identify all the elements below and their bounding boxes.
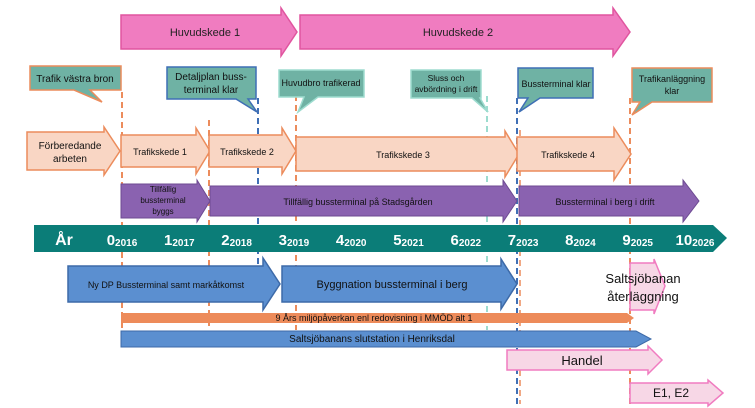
bus-terminal-arrows: Tillfällig bussterminal byggs Tillfällig… (120, 178, 700, 224)
year-tick-2018: 22018 (221, 232, 252, 249)
stage-arrow-2 (208, 125, 297, 177)
arrow-e1e2 (629, 378, 725, 408)
arrow-ny-dp (67, 255, 281, 313)
arrow-text-e1e2: E1, E2 (653, 386, 689, 400)
stage-arrow-4 (516, 125, 632, 183)
arrow-slutstation (120, 330, 653, 348)
arrow-miljo (121, 313, 634, 323)
stage-text-4: Trafikskede 4 (541, 150, 595, 160)
milestone-bussterminal-klar (517, 67, 594, 113)
year-tick-2022: 62022 (451, 232, 482, 249)
milestone-text-sluss-2: avbördning i drift (415, 84, 478, 94)
milestone-huvudbro (278, 69, 365, 115)
year-tick-2024: 82024 (565, 232, 596, 249)
milestone-text-huvudbro: Huvudbro trafikerad (281, 78, 360, 88)
arrow-handel (506, 344, 664, 376)
arrow-text-handel: Handel (561, 353, 602, 368)
arrow-text-ny-dp: Ny DP Bussterminal samt markåtkomst (88, 280, 245, 290)
phase-arrows: Huvudskede 1 Huvudskede 2 (120, 5, 631, 59)
milestone-detaljplan (166, 66, 258, 113)
year-tick-2019: 32019 (279, 232, 310, 249)
year-tick-2016: 02016 (107, 232, 138, 249)
stage-text-2: Trafikskede 2 (220, 147, 274, 157)
milestone-text-detaljplan-1: Detaljplan buss- (175, 72, 247, 83)
stage-arrow-3 (295, 128, 520, 180)
stage-text-forberedande-1: Förberedande (39, 141, 102, 152)
year-tick-2026: 102026 (676, 232, 715, 249)
milestone-trafikanlaggning (631, 67, 713, 116)
milestone-text-detaljplan-2: terminal klar (184, 85, 239, 96)
milestone-text-trafikanlaggning-2: klar (665, 86, 680, 96)
traffic-stages: Förberedande arbeten Trafikskede 1 Trafi… (26, 124, 632, 183)
bus-text-tillfallig-3: byggs (152, 207, 173, 216)
milestones: Trafik västra bron Detaljplan buss- term… (29, 65, 713, 116)
lower-arrows: Ny DP Bussterminal samt markåtkomst Bygg… (67, 255, 725, 408)
arrow-text-slutstation: Saltsjöbanans slutstation i Henriksdal (289, 334, 455, 345)
phase-label-1: Huvudskede 1 (170, 27, 240, 39)
milestone-text-bussterminal-klar: Bussterminal klar (521, 79, 590, 89)
milestone-text-sluss-1: Sluss och (428, 73, 465, 83)
stage-text-1: Trafikskede 1 (133, 147, 187, 157)
phase-arrow-1 (120, 5, 298, 59)
year-axis: År 02016 12017 22018 32019 42020 52021 62022 72… (34, 225, 727, 252)
year-axis-label: År (55, 230, 73, 249)
bus-text-tillfallig-2: bussterminal (140, 196, 186, 205)
year-tick-2025: 92025 (622, 232, 653, 249)
stage-arrow-forberedande (26, 124, 121, 178)
year-tick-2023: 72023 (508, 232, 539, 249)
bus-text-stadsgarden: Tillfällig bussterminal på Stadsgården (283, 197, 432, 207)
arrow-text-miljo: 9 Års miljöpåverkan enl redovisning i MM… (275, 313, 472, 323)
text-saltsjobanan-1: Saltsjöbanan (605, 271, 680, 286)
bus-arrow-tillfallig (120, 178, 211, 224)
milestone-text-trafikanlaggning-1: Trafikanläggning (639, 74, 705, 84)
year-axis-bar (34, 225, 727, 252)
arrow-byggnation (281, 256, 518, 312)
text-saltsjobanan-2: återläggning (607, 289, 679, 304)
bus-arrow-berg-drift (518, 178, 700, 224)
year-tick-2021: 52021 (393, 232, 424, 249)
bus-text-berg-drift: Bussterminal i berg i drift (555, 197, 655, 207)
stage-text-forberedande-2: arbeten (53, 154, 87, 165)
year-tick-2020: 42020 (336, 232, 367, 249)
milestone-trafik-vastra-bron (29, 65, 122, 103)
milestone-sluss (410, 69, 489, 113)
year-tick-2017: 12017 (164, 232, 195, 249)
stage-text-3: Trafikskede 3 (376, 150, 430, 160)
phase-label-2: Huvudskede 2 (423, 27, 493, 39)
arrow-text-byggnation: Byggnation bussterminal i berg (316, 279, 467, 291)
arrow-saltsjobanan (629, 258, 666, 315)
stage-arrow-1 (120, 125, 211, 177)
milestone-text-trafik-vastra-bron: Trafik västra bron (36, 74, 113, 85)
bus-text-tillfallig-1: Tillfällig (150, 185, 176, 194)
bus-arrow-stadsgarden (209, 178, 518, 224)
phase-arrow-2 (299, 5, 631, 59)
